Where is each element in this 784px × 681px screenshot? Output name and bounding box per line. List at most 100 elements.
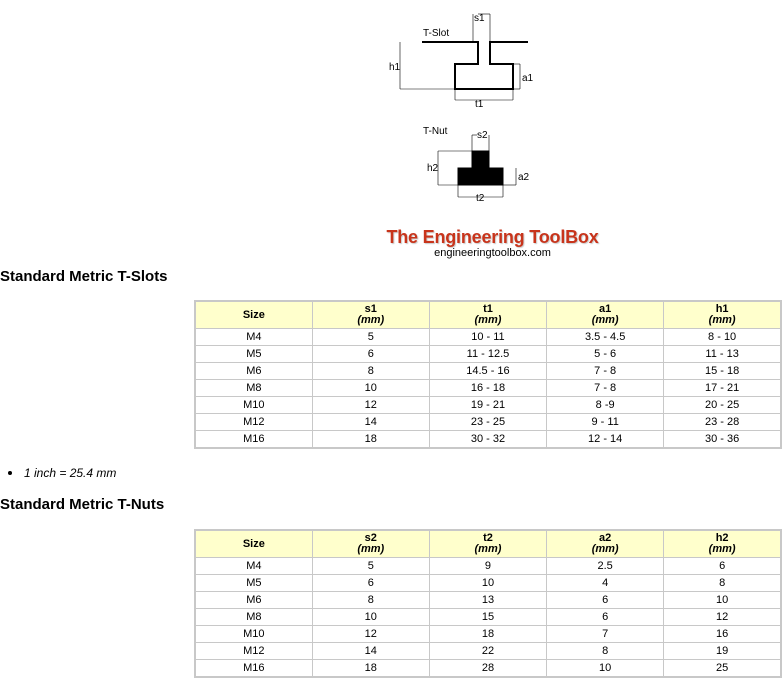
- table-cell: 12 - 14: [546, 430, 665, 449]
- table-cell: 12: [663, 608, 782, 626]
- table-cell: M12: [194, 413, 313, 431]
- table-cell: 14: [311, 413, 430, 431]
- column-header-unit: (mm): [708, 314, 736, 326]
- tslot-tnut-diagram: T-Slot s1 h1 a1 t1 T-Nut s2 h2 a2 t2: [380, 8, 540, 208]
- table-cell: 2.5: [546, 557, 665, 575]
- table-cell: M16: [194, 659, 313, 678]
- column-header-unit: (mm): [708, 543, 736, 555]
- t2-label: t2: [476, 193, 485, 204]
- table-cell: M6: [194, 362, 313, 380]
- table-cell: 15: [428, 608, 548, 626]
- table-cell: M10: [194, 396, 313, 414]
- column-header: Size: [194, 300, 313, 329]
- column-header-label: t1: [483, 303, 493, 315]
- table-cell: 13: [428, 591, 548, 609]
- table-cell: 8 -9: [546, 396, 665, 414]
- table-cell: M4: [194, 557, 313, 575]
- table-cell: 9 - 11: [546, 413, 665, 431]
- tslots-heading: Standard Metric T-Slots: [0, 268, 168, 285]
- a2-label: a2: [518, 172, 530, 183]
- table-cell: 10: [663, 591, 782, 609]
- column-header-label: Size: [242, 308, 265, 321]
- column-header-unit: (mm): [357, 314, 385, 326]
- table-cell: 7 - 8: [546, 362, 665, 380]
- table-cell: 20 - 25: [663, 396, 782, 414]
- table-cell: M12: [194, 642, 313, 660]
- column-header-label: s1: [364, 303, 377, 315]
- table-cell: M10: [194, 625, 313, 643]
- table-cell: 7 - 8: [546, 379, 665, 397]
- column-header-label: Size: [242, 537, 265, 550]
- tslot-label: T-Slot: [423, 28, 449, 39]
- table-cell: 23 - 28: [663, 413, 782, 431]
- table-cell: 8: [311, 362, 430, 380]
- table-cell: 11 - 13: [663, 345, 782, 363]
- table-cell: 8: [546, 642, 665, 660]
- table-cell: 16 - 18: [428, 379, 548, 397]
- column-header-label: t2: [483, 532, 493, 544]
- column-header-label: h1: [715, 303, 729, 315]
- table-cell: M4: [194, 328, 313, 346]
- column-header: h1(mm): [663, 300, 782, 329]
- table-cell: 12: [311, 625, 430, 643]
- table-cell: 6: [546, 591, 665, 609]
- table-cell: 30 - 36: [663, 430, 782, 449]
- h2-label: h2: [427, 163, 439, 174]
- brand-logo[interactable]: The Engineering ToolBox engineeringtoolb…: [380, 227, 605, 259]
- table-cell: 17 - 21: [663, 379, 782, 397]
- inch-conversion-note: 1 inch = 25.4 mm: [7, 466, 117, 480]
- column-header-label: a1: [599, 303, 612, 315]
- table-cell: 18: [311, 659, 430, 678]
- table-cell: 6: [663, 557, 782, 575]
- table-cell: M6: [194, 591, 313, 609]
- table-cell: 14.5 - 16: [428, 362, 548, 380]
- column-header-unit: (mm): [474, 314, 502, 326]
- table-cell: 10: [546, 659, 665, 678]
- table-cell: 19 - 21: [428, 396, 548, 414]
- table-cell: 30 - 32: [428, 430, 548, 449]
- h1-label: h1: [389, 62, 401, 73]
- s2-label: s2: [477, 130, 488, 141]
- table-cell: 7: [546, 625, 665, 643]
- column-header: t1(mm): [428, 300, 548, 329]
- brand-title: The Engineering ToolBox: [386, 227, 599, 247]
- column-header-unit: (mm): [357, 543, 385, 555]
- table-cell: 5: [311, 557, 430, 575]
- t1-label: t1: [475, 99, 484, 110]
- table-cell: 6: [546, 608, 665, 626]
- table-cell: 5 - 6: [546, 345, 665, 363]
- table-cell: 3.5 - 4.5: [546, 328, 665, 346]
- table-cell: 12: [311, 396, 430, 414]
- table-cell: 28: [428, 659, 548, 678]
- column-header-label: a2: [599, 532, 612, 544]
- table-cell: 18: [428, 625, 548, 643]
- column-header-unit: (mm): [474, 543, 502, 555]
- tnuts-heading: Standard Metric T-Nuts: [0, 496, 165, 513]
- table-cell: 8: [311, 591, 430, 609]
- table-cell: 6: [311, 574, 430, 592]
- table-cell: 19: [663, 642, 782, 660]
- brand-url[interactable]: engineeringtoolbox.com: [434, 247, 551, 259]
- column-header: a2(mm): [546, 529, 665, 558]
- column-header: Size: [194, 529, 313, 558]
- column-header-label: s2: [364, 532, 377, 544]
- a1-label: a1: [522, 73, 534, 84]
- diagram-svg: T-Slot s1 h1 a1 t1 T-Nut s2 h2 a2 t2: [389, 13, 534, 204]
- table-cell: 14: [311, 642, 430, 660]
- table-cell: 15 - 18: [663, 362, 782, 380]
- table-cell: 5: [311, 328, 430, 346]
- column-header-unit: (mm): [591, 314, 619, 326]
